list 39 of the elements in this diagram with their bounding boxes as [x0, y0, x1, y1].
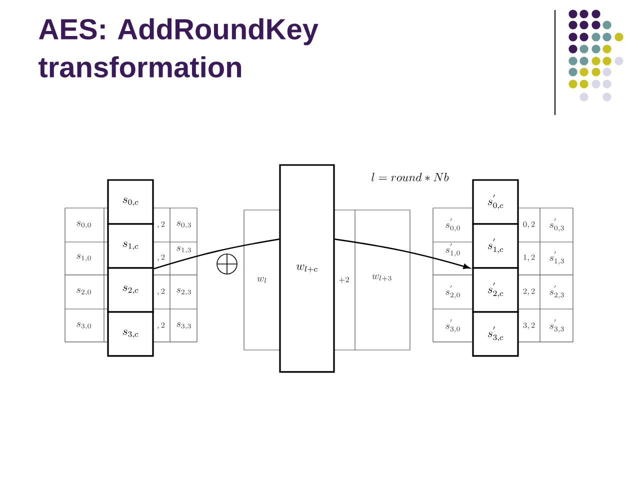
state-cell: $s_{1,3}$ [176, 246, 191, 254]
cell-fragment: $,2$ [158, 288, 165, 296]
column-cell: $s_{1,c}$ [107, 223, 154, 269]
cell-fragment: $,2$ [158, 322, 165, 330]
cell-fragment: $1,2$ [524, 254, 535, 262]
state-cell: $s^{'}_{1,3}$ [550, 251, 564, 265]
state-cell: $s_{2,0}$ [76, 288, 91, 296]
state-cell: $s_{3,0}$ [76, 322, 91, 330]
state-cell: $s^{'}_{2,3}$ [550, 285, 564, 299]
state-cell: $s_{3,3}$ [176, 322, 191, 330]
cell-fragment: $,2$ [158, 254, 165, 262]
state-cell: $s^{'}_{0,0}$ [446, 218, 460, 232]
cell-fragment: $+2$ [339, 276, 349, 283]
column-cell: $s^{'}_{3,c}$ [472, 311, 519, 357]
state-cell: $s^{'}_{3,3}$ [550, 319, 564, 333]
column-cell: $s_{2,c}$ [107, 267, 154, 313]
cell-fragment: $3,2$ [523, 322, 535, 330]
column-cell: $s^{'}_{0,c}$ [472, 179, 519, 225]
state-cell: $s^{'}_{1,0}$ [446, 243, 460, 257]
column-cell: $s^{'}_{1,c}$ [472, 223, 519, 269]
arrow [334, 238, 470, 269]
key-word-box: $w_{l+c}$ [279, 164, 335, 373]
state-cell: $s^{'}_{0,3}$ [550, 218, 564, 232]
state-cell: $s_{2,3}$ [176, 288, 191, 296]
state-cell: $s_{1,0}$ [76, 254, 91, 262]
title: AES: AddRoundKey transformation [38, 18, 318, 78]
cell-fragment: $0,2$ [523, 221, 535, 228]
state-cell: $s_{0,3}$ [176, 221, 191, 229]
column-cell: $s_{0,c}$ [107, 179, 154, 225]
column-cell: $s_{3,c}$ [107, 311, 154, 357]
column-cell: $s^{'}_{2,c}$ [472, 267, 519, 313]
cell-fragment: $2,2$ [523, 288, 535, 296]
formula-label: $l = round * Nb$ [372, 172, 449, 182]
state-cell: $s^{'}_{3,0}$ [446, 319, 460, 333]
state-cell: $s^{'}_{2,0}$ [446, 285, 460, 299]
state-cell: $s_{0,0}$ [76, 221, 91, 229]
state-cell: $w_{l+3}$ [372, 274, 392, 282]
cell-fragment: $,2$ [158, 221, 165, 228]
state-cell: $w_{l}$ [257, 276, 266, 283]
